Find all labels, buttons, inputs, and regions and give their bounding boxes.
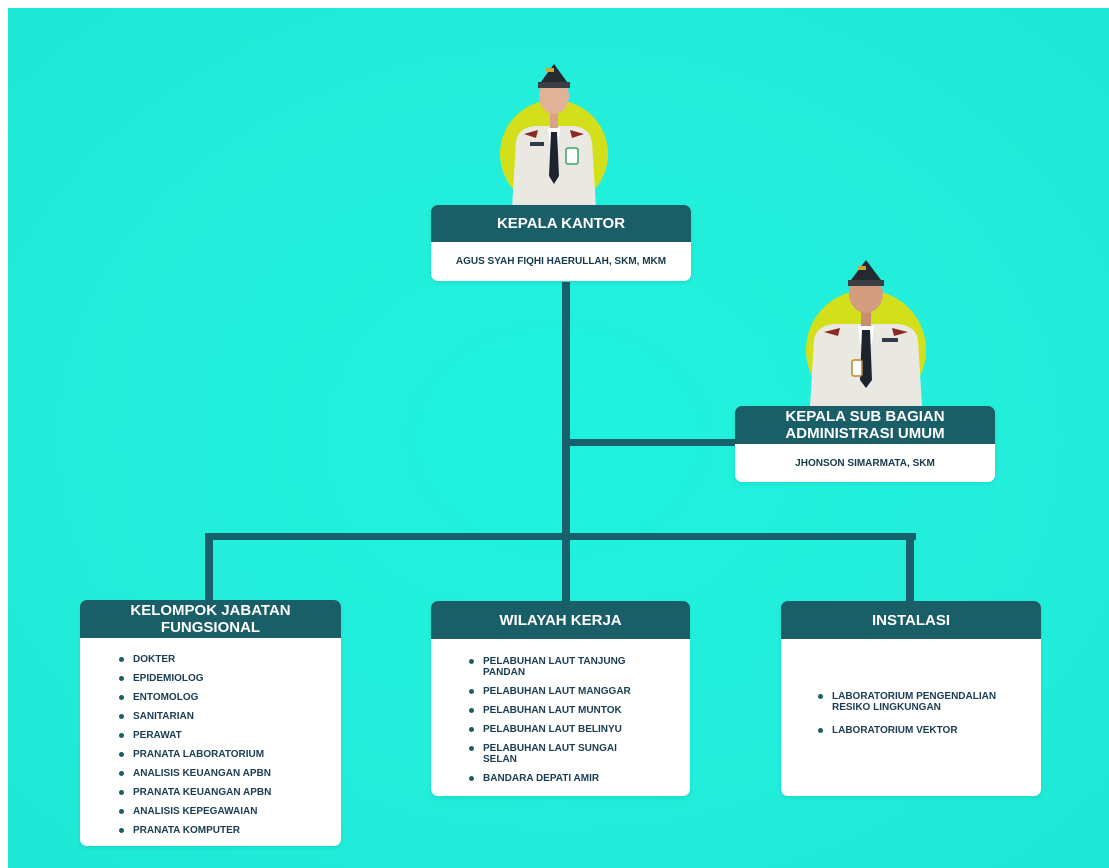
list-item: PRANATA KOMPUTER [117, 825, 327, 836]
group-card-wilayah-kerja: WILAYAH KERJA PELABUHAN LAUT TANJUNG PAN… [431, 601, 690, 796]
group-card-fungsional: KELOMPOK JABATAN FUNGSIONAL DOKTER EPIDE… [80, 600, 341, 846]
sub-admin-portrait [806, 260, 926, 406]
connector-drop-right [906, 533, 914, 603]
list-item: PERAWAT [117, 730, 327, 741]
head-card-name: AGUS SYAH FIQHI HAERULLAH, SKM, MKM [455, 256, 667, 267]
list-item: BANDARA DEPATI AMIR [467, 773, 647, 784]
head-card-title: KEPALA KANTOR [431, 205, 691, 242]
list-item: EPIDEMIOLOG [117, 673, 327, 684]
connector-drop-center [562, 533, 570, 603]
sub-admin-card-title: KEPALA SUB BAGIAN ADMINISTRASI UMUM [735, 406, 995, 444]
list-item: PELABUHAN LAUT MUNTOK [467, 705, 647, 716]
list-item: SANITARIAN [117, 711, 327, 722]
group-card-title: KELOMPOK JABATAN FUNGSIONAL [80, 600, 341, 638]
group-card-title: INSTALASI [781, 601, 1041, 639]
list-item: PELABUHAN LAUT BELINYU [467, 724, 647, 735]
list-item: LABORATORIUM VEKTOR [816, 725, 1016, 736]
list-item: DOKTER [117, 654, 327, 665]
connector-head-trunk [562, 282, 570, 542]
list-item: PELABUHAN LAUT SUNGAI SELAN [467, 743, 647, 765]
list-item: PELABUHAN LAUT TANJUNG PANDAN [467, 656, 647, 678]
list-item: ANALISIS KEPEGAWAIAN [117, 806, 327, 817]
org-chart-canvas: KEPALA KANTOR AGUS SYAH FIQHI HAERULLAH,… [8, 8, 1109, 868]
sub-admin-card: KEPALA SUB BAGIAN ADMINISTRASI UMUM JHON… [735, 406, 995, 482]
group-item-list: LABORATORIUM PENGENDALIAN RESIKO LINGKUN… [781, 639, 1016, 736]
group-card-instalasi: INSTALASI LABORATORIUM PENGENDALIAN RESI… [781, 601, 1041, 796]
list-item: ANALISIS KEUANGAN APBN [117, 768, 327, 779]
head-card: KEPALA KANTOR AGUS SYAH FIQHI HAERULLAH,… [431, 205, 691, 281]
connector-drop-left [205, 533, 213, 603]
sub-admin-card-name: JHONSON SIMARMATA, SKM [795, 457, 935, 469]
list-item: PRANATA KEUANGAN APBN [117, 787, 327, 798]
list-item: PRANATA LABORATORIUM [117, 749, 327, 760]
list-item: ENTOMOLOG [117, 692, 327, 703]
connector-to-sub-admin [562, 439, 740, 446]
group-item-list: DOKTER EPIDEMIOLOG ENTOMOLOG SANITARIAN … [80, 638, 327, 836]
head-portrait [500, 64, 608, 208]
group-card-title: WILAYAH KERJA [431, 601, 690, 639]
group-item-list: PELABUHAN LAUT TANJUNG PANDAN PELABUHAN … [431, 639, 647, 784]
list-item: LABORATORIUM PENGENDALIAN RESIKO LINGKUN… [816, 691, 1016, 713]
list-item: PELABUHAN LAUT MANGGAR [467, 686, 647, 697]
connector-horizontal-bar [205, 533, 916, 540]
